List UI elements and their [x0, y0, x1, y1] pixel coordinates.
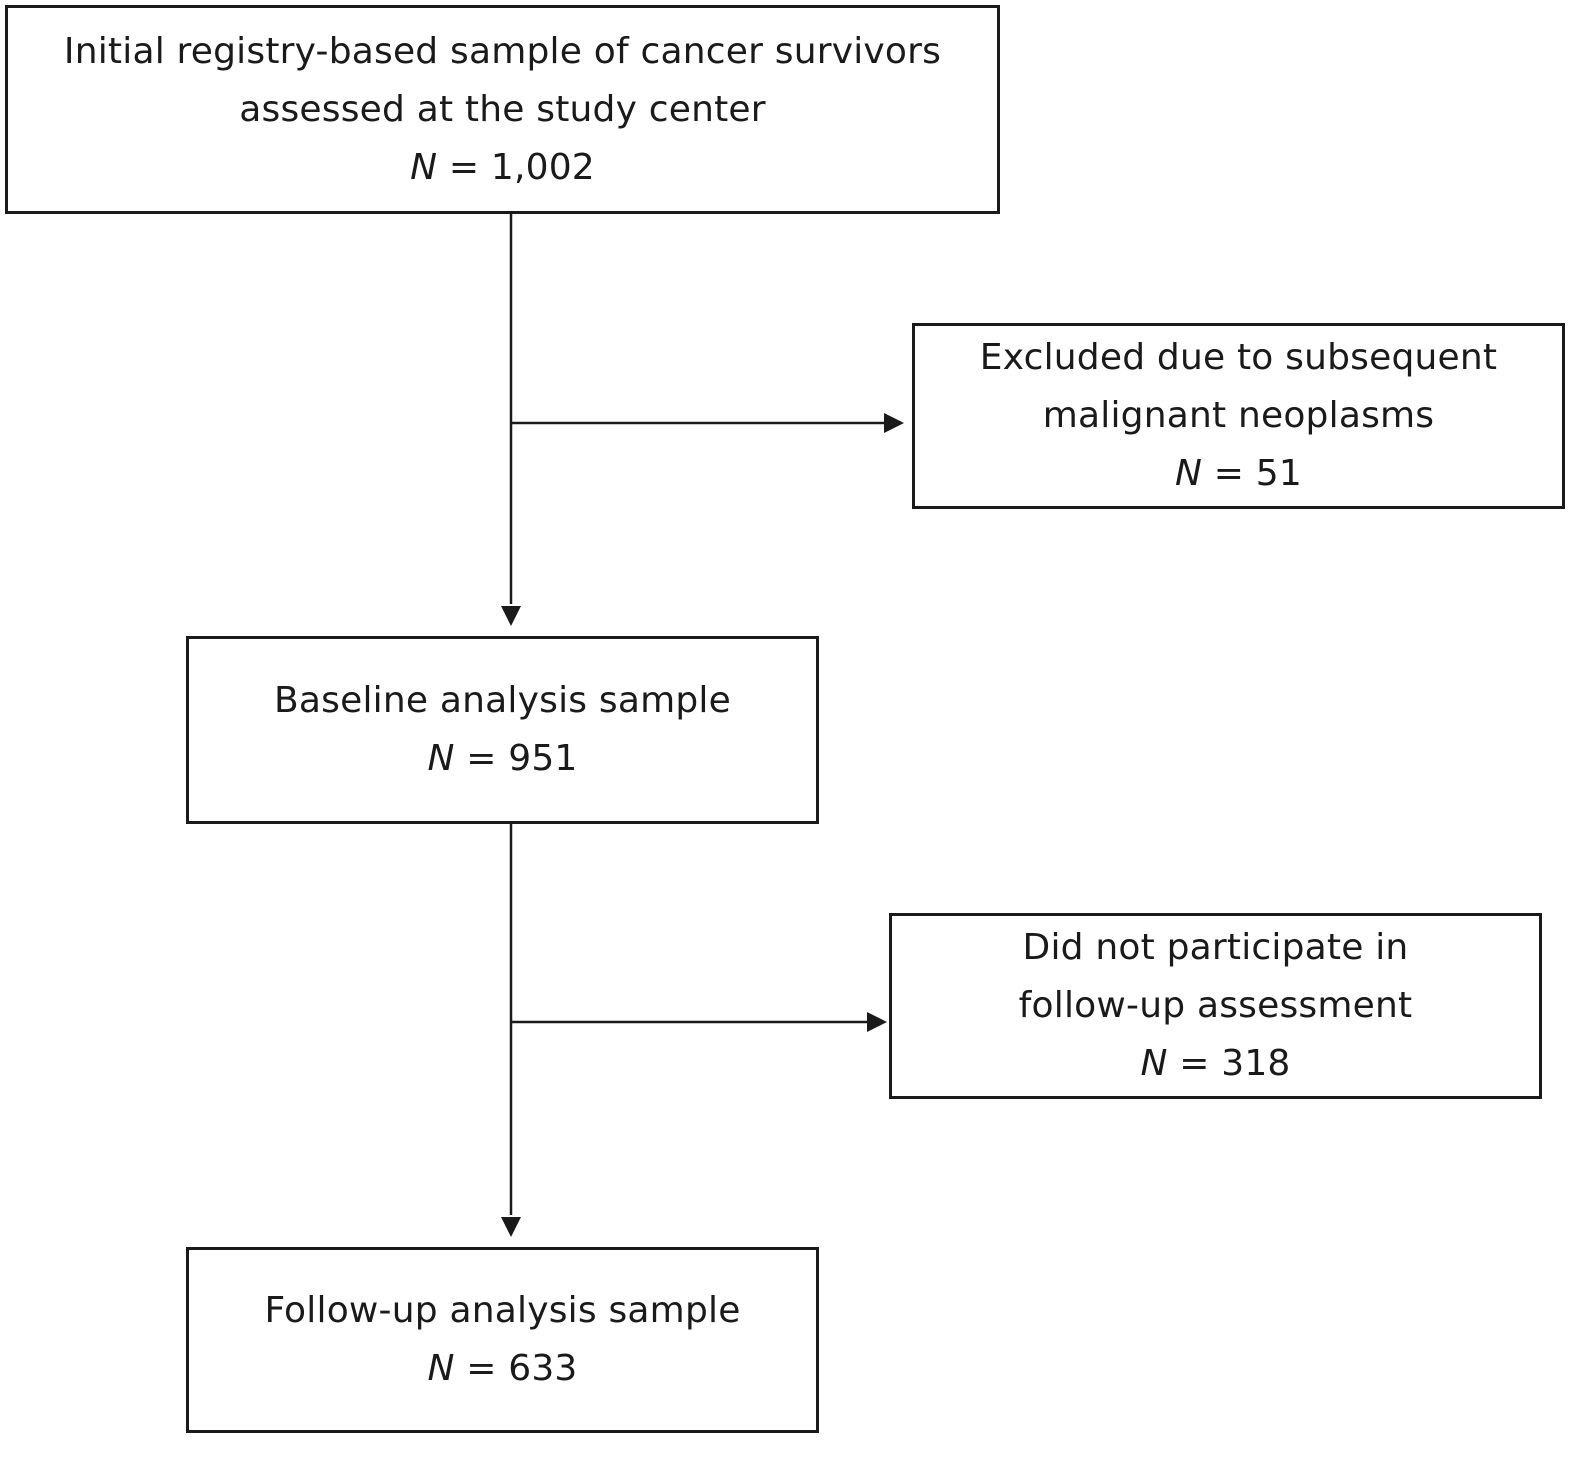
n-symbol: N — [427, 1348, 455, 1389]
n-value: = 951 — [454, 738, 578, 779]
n-value: = 51 — [1202, 453, 1302, 494]
arrowhead-baseline — [501, 606, 521, 626]
box-excluded-line-1: Excluded due to subsequent — [979, 337, 1498, 378]
box-initial-count: N = 1,002 — [410, 139, 595, 197]
n-symbol: N — [410, 146, 438, 188]
n-value: = 318 — [1167, 1043, 1291, 1084]
box-nonparticipation-count: N = 318 — [1140, 1035, 1290, 1093]
n-value: = 633 — [454, 1348, 578, 1389]
box-followup-sample: Follow-up analysis sample N = 633 — [186, 1247, 819, 1433]
box-initial-sample: Initial registry-based sample of cancer … — [5, 5, 1000, 214]
arrowhead-nonparticipation — [867, 1012, 887, 1032]
box-baseline-sample: Baseline analysis sample N = 951 — [186, 636, 819, 824]
arrowhead-excluded — [884, 413, 904, 433]
box-baseline-line-1: Baseline analysis sample — [274, 680, 731, 721]
n-symbol: N — [427, 738, 455, 779]
arrowhead-followup — [501, 1217, 521, 1237]
box-followup-line-1: Follow-up analysis sample — [264, 1290, 741, 1331]
box-nonparticipation-line-1: Did not participate in — [1022, 927, 1409, 968]
box-excluded-count: N = 51 — [1175, 445, 1302, 503]
box-nonparticipation-line-2: follow-up assessment — [1018, 985, 1413, 1026]
box-followup-count: N = 633 — [427, 1340, 577, 1398]
box-baseline-count: N = 951 — [427, 730, 577, 788]
box-excluded-line-2: malignant neoplasms — [1042, 395, 1435, 436]
n-symbol: N — [1140, 1043, 1168, 1084]
box-initial-line-1: Initial registry-based sample of cancer … — [63, 30, 942, 72]
n-symbol: N — [1175, 453, 1203, 494]
box-nonparticipation: Did not participate in follow-up assessm… — [889, 913, 1542, 1099]
n-value: = 1,002 — [437, 146, 595, 188]
box-excluded: Excluded due to subsequent malignant neo… — [912, 323, 1565, 509]
box-initial-line-2: assessed at the study center — [239, 88, 766, 130]
